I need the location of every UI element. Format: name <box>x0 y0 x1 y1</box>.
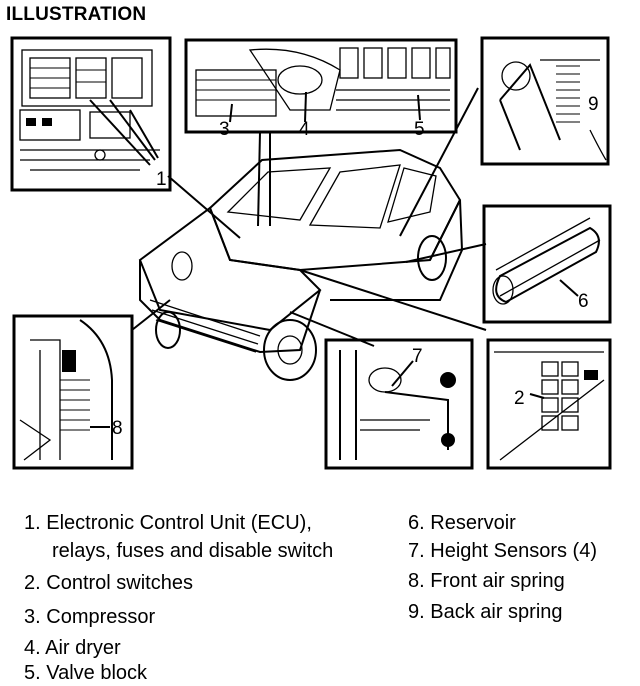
callout-4: 4 <box>299 119 310 140</box>
inset-control-switches: 2 <box>486 338 612 470</box>
vehicle-illustration <box>131 87 487 381</box>
legend-num: 8. <box>408 570 425 592</box>
legend-num: 4. <box>24 637 41 659</box>
legend-item-1: 1. Electronic Control Unit (ECU), <box>24 512 312 534</box>
callout-7: 7 <box>412 346 423 367</box>
legend-num: 3. <box>24 606 41 628</box>
callout-9: 9 <box>588 94 599 115</box>
legend-num: 5. <box>24 662 41 684</box>
inset-front-air-spring: 8 <box>12 314 134 470</box>
legend-label: Height Sensors (4) <box>430 540 597 562</box>
inset-ecu: 1 <box>10 36 172 192</box>
legend-label: Compressor <box>46 606 156 628</box>
legend-item-4: 4. Air dryer <box>24 637 121 659</box>
callout-5: 5 <box>414 119 425 140</box>
legend-label: Air dryer <box>45 637 121 659</box>
page-title: ILLUSTRATION <box>6 4 147 25</box>
legend-num: 7. <box>408 540 425 562</box>
legend-label: Front air spring <box>430 570 565 592</box>
legend-num: 9. <box>408 601 425 623</box>
callout-1: 1 <box>156 169 167 190</box>
legend-num: 1. <box>24 512 41 534</box>
legend-item-5: 5. Valve block <box>24 662 147 684</box>
legend-label: Reservoir <box>430 512 516 534</box>
legend-item-3: 3. Compressor <box>24 606 155 628</box>
callout-3: 3 <box>219 119 230 140</box>
legend-item-8: 8. Front air spring <box>408 570 565 592</box>
callout-8: 8 <box>112 418 123 439</box>
legend-item-2: 2. Control switches <box>24 572 193 594</box>
callout-2: 2 <box>514 388 525 409</box>
legend-item-7: 7. Height Sensors (4) <box>408 540 597 562</box>
legend-num: 2. <box>24 572 41 594</box>
callout-6: 6 <box>578 291 589 312</box>
legend-label: Control switches <box>46 572 193 594</box>
legend-label: Electronic Control Unit (ECU), <box>46 512 312 534</box>
legend-label: Valve block <box>46 662 148 684</box>
inset-compressor: 3 4 5 <box>184 38 458 140</box>
legend-item-6: 6. Reservoir <box>408 512 516 534</box>
legend-num: 6. <box>408 512 425 534</box>
legend-item-9: 9. Back air spring <box>408 601 563 623</box>
legend-label: Back air spring <box>430 601 563 623</box>
legend-item-1-line-2: relays, fuses and disable switch <box>52 540 334 562</box>
inset-height-sensor: 7 <box>324 338 474 470</box>
vehicle-component-diagram: 1 3 4 5 9 <box>10 36 612 470</box>
inset-reservoir: 6 <box>482 204 612 324</box>
inset-back-air-spring: 9 <box>480 36 610 166</box>
